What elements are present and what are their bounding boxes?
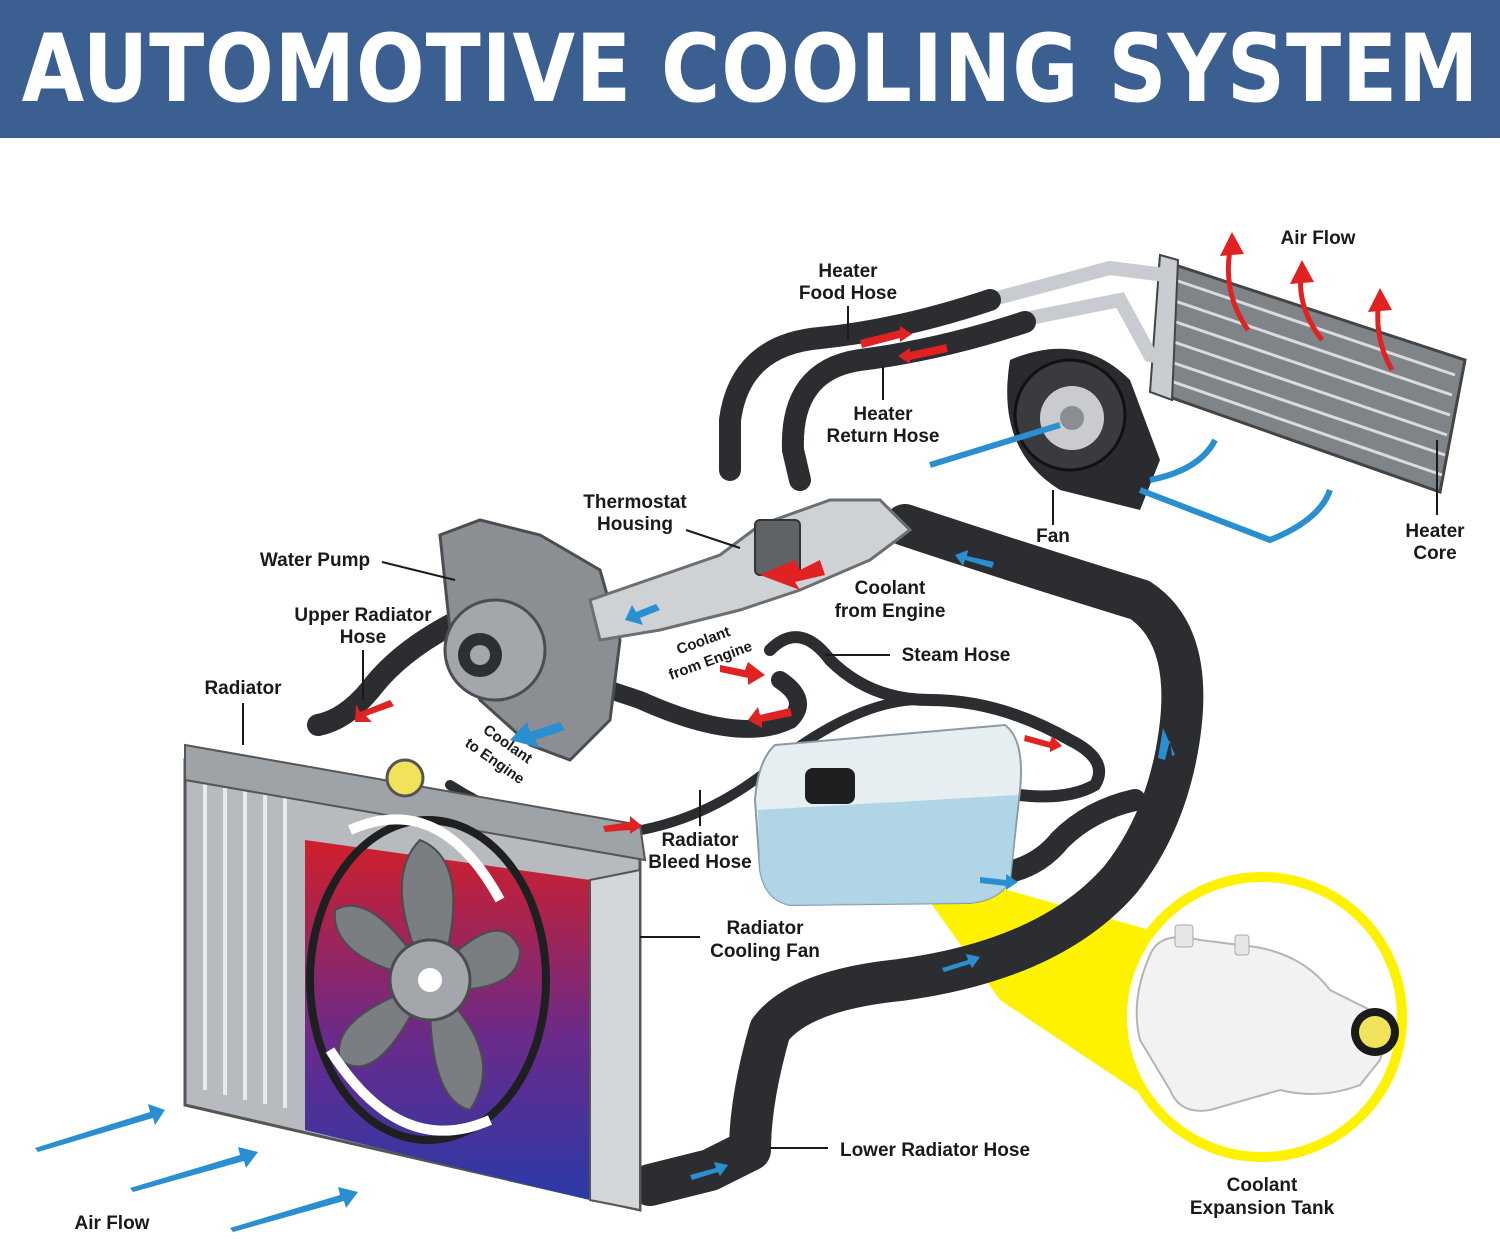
- page-title: AUTOMOTIVE COOLING SYSTEM: [21, 14, 1479, 124]
- leader-lines: [242, 306, 1438, 1149]
- label-heater-feed-hose-1: Heater: [818, 261, 878, 282]
- label-heater-core-1: Heater: [1405, 521, 1465, 542]
- air-flow-arrows-bottom: [35, 1104, 358, 1232]
- label-air-flow-top: Air Flow: [1281, 228, 1356, 249]
- label-radiator-bleed-hose-2: Bleed Hose: [648, 852, 751, 873]
- heater-pipes: [983, 260, 1172, 365]
- air-flow-arrows-top-heads: [1220, 232, 1392, 312]
- label-coolant-from-engine-1: Coolant: [855, 578, 926, 599]
- blower-fan: [1007, 348, 1160, 510]
- label-radiator-cooling-fan-2: Cooling Fan: [710, 941, 820, 962]
- label-heater-feed-hose-2: Food Hose: [799, 283, 897, 304]
- label-water-pump: Water Pump: [260, 550, 370, 571]
- diagram-labels: Air Flow Heater Food Hose Heater Return …: [75, 228, 1466, 1234]
- title-banner: AUTOMOTIVE COOLING SYSTEM: [0, 0, 1500, 138]
- expansion-tank-photo: [1135, 924, 1399, 1112]
- label-thermostat-housing-1: Thermostat: [583, 492, 687, 513]
- flow-arrows-hot: [355, 326, 1062, 834]
- label-thermostat-housing-2: Housing: [597, 514, 673, 535]
- label-lower-radiator-hose: Lower Radiator Hose: [840, 1140, 1030, 1161]
- label-steam-hose: Steam Hose: [902, 645, 1011, 666]
- hoses: [307, 289, 1204, 1206]
- label-coolant-expansion-tank-2: Expansion Tank: [1190, 1198, 1335, 1219]
- label-air-flow-bottom: Air Flow: [75, 1213, 150, 1234]
- fan-air-arrows: [929, 422, 1333, 544]
- expansion-tank: [753, 723, 1022, 907]
- label-fan: Fan: [1036, 526, 1070, 547]
- flow-arrows-cold: [510, 550, 1175, 1180]
- heater-core: [1148, 253, 1467, 494]
- label-heater-return-hose-2: Return Hose: [827, 426, 940, 447]
- water-pump: [438, 518, 622, 762]
- label-coolant-from-engine-2: from Engine: [835, 601, 946, 622]
- radiator-cooling-fan: [306, 814, 550, 1144]
- label-radiator-cooling-fan-1: Radiator: [726, 918, 804, 939]
- label-radiator-bleed-hose-1: Radiator: [661, 830, 739, 851]
- label-heater-core-2: Core: [1413, 543, 1456, 564]
- label-upper-radiator-hose-1: Upper Radiator: [294, 605, 432, 626]
- label-upper-radiator-hose-2: Hose: [340, 627, 386, 648]
- thermostat-housing: [588, 498, 913, 642]
- label-coolant-expansion-tank-1: Coolant: [1227, 1175, 1298, 1196]
- label-heater-return-hose-1: Heater: [853, 404, 913, 425]
- label-radiator: Radiator: [204, 678, 282, 699]
